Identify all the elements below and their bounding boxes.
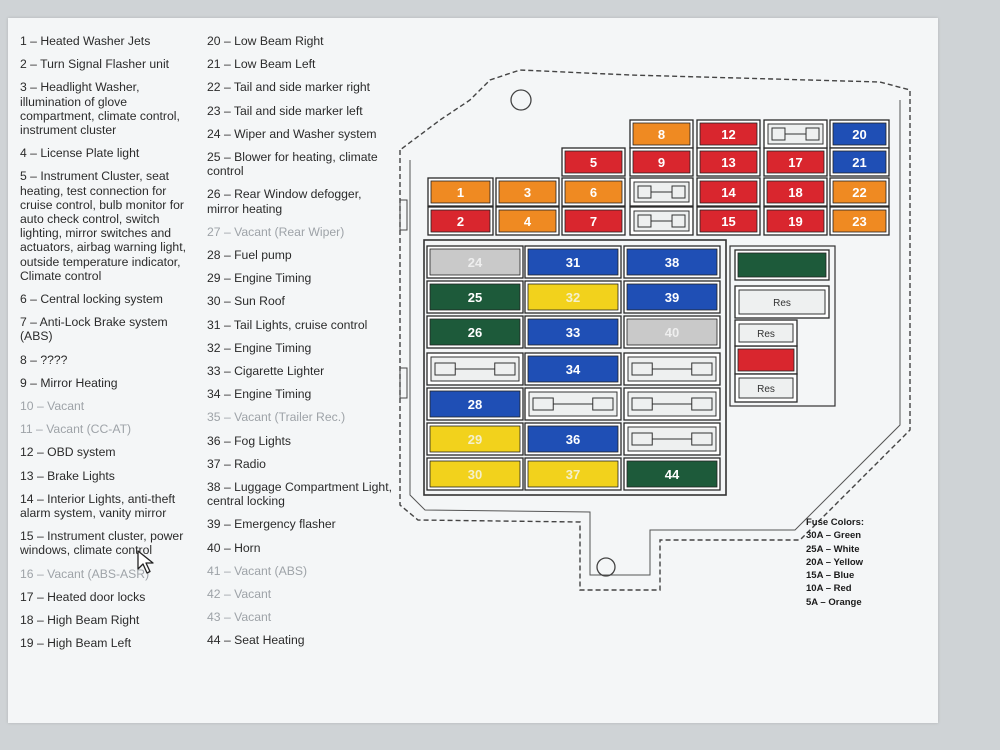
- fuse-description-item: 25 – Blower for heating, climate control: [207, 150, 378, 179]
- legend-item-15a: 15A – Blue: [806, 570, 855, 582]
- fuse-description-item: 36 – Fog Lights: [207, 433, 292, 448]
- fuse-description-item: 29 – Engine Timing: [207, 271, 312, 286]
- fuse-description-item: 17 – Heated door locks: [20, 589, 146, 604]
- fuse-description-item: 1 – Heated Washer Jets: [20, 34, 151, 48]
- fuse-description-item: 13 – Brake Lights: [20, 468, 115, 483]
- mouse-cursor-icon: [137, 550, 154, 574]
- fuse-description-item: 43 – Vacant: [207, 610, 272, 625]
- fuse-description-item: 28 – Fuel pump: [207, 248, 292, 263]
- fuse-description-item: 22 – Tail and side marker right: [207, 80, 371, 95]
- fuse-description-item: 18 – High Beam Right: [20, 613, 140, 628]
- fuse-description-item: 40 – Horn: [207, 540, 261, 555]
- fuse-description-item: 44 – Seat Heating: [207, 633, 305, 648]
- fuse-description-item: 2 – Turn Signal Flasher unit: [20, 57, 170, 72]
- fuse-description-item: 16 – Vacant (ABS-ASR): [20, 566, 150, 581]
- fuse-description-item: 33 – Cigarette Lighter: [207, 364, 325, 379]
- fuse-description-item: 15 – Instrument cluster, power windows, …: [20, 529, 184, 558]
- fuse-description-item: 8 – ????: [20, 352, 68, 367]
- fuse-chart-sheet: 1 – Heated Washer Jets 2 – Turn Signal Fl…: [8, 18, 938, 723]
- fuse-description-item: 23 – Tail and side marker left: [207, 103, 363, 118]
- fuse-description-item: 12 – OBD system: [20, 445, 116, 460]
- fuse-description-item: 26 – Rear Window defogger, mirror heatin…: [207, 187, 362, 216]
- legend-item-10a: 10A – Red: [806, 583, 852, 595]
- fuse-description-item: 37 – Radio: [207, 456, 266, 471]
- fuse-description-item: 30 – Sun Roof: [207, 294, 285, 309]
- fuse-description-item: 14 – Interior Lights, anti-theft alarm s…: [20, 491, 176, 521]
- fuse-description-item: 42 – Vacant: [207, 587, 272, 602]
- fuse-description-item: 9 – Mirror Heating: [20, 375, 118, 390]
- legend-item-30a: 30A – Green: [806, 530, 862, 542]
- fuse-description-item: 39 – Emergency flasher: [207, 517, 336, 532]
- fuse-description-item: 10 – Vacant: [20, 399, 85, 414]
- fuse-description-item: 11 – Vacant (CC-AT): [20, 422, 132, 437]
- fuse-description-item: 24 – Wiper and Washer system: [207, 126, 377, 141]
- fuse-description-item: 3 – Headlight Washer, illumination of gl…: [20, 80, 180, 138]
- legend-item-20a: 20A – Yellow: [806, 556, 864, 568]
- fuse-list-right: 20 – Low Beam Right 21 – Low Beam Left 22 …: [207, 34, 392, 657]
- fuse-color-legend: Fuse Colors: 30A – Green 25A – White 20A…: [806, 516, 864, 609]
- fuse-description-item: 6 – Central locking system: [20, 292, 163, 307]
- fuse-description-item: 34 – Engine Timing: [207, 387, 312, 402]
- fuse-description-item: 4 – License Plate light: [20, 146, 140, 161]
- fuse-description-item: 19 – High Beam Left: [20, 636, 132, 651]
- fuse-description-item: 7 – Anti-Lock Brake system (ABS): [20, 315, 168, 344]
- legend-title: Fuse Colors:: [806, 517, 865, 528]
- legend-item-25a: 25A – White: [806, 543, 860, 555]
- fuse-list-left: 1 – Heated Washer Jets 2 – Turn Signal Fl…: [20, 34, 200, 660]
- fuse-description-item: 32 – Engine Timing: [207, 340, 312, 355]
- fuse-description-item: 35 – Vacant (Trailer Rec.): [207, 410, 346, 425]
- fuse-description-item: 5 – Instrument Cluster, seat heating, te…: [20, 169, 186, 283]
- legend-item-5a: 5A – Orange: [806, 596, 862, 608]
- fuse-description-item: 21 – Low Beam Left: [207, 57, 316, 72]
- fuse-description-item: 31 – Tail Lights, cruise control: [207, 317, 368, 332]
- fuse-description-item: 41 – Vacant (ABS): [207, 563, 308, 578]
- fuse-description-item: 27 – Vacant (Rear Wiper): [207, 224, 345, 239]
- fuse-description-item: 20 – Low Beam Right: [207, 34, 324, 48]
- fuse-description-item: 38 – Luggage Compartment Light, central …: [207, 480, 392, 509]
